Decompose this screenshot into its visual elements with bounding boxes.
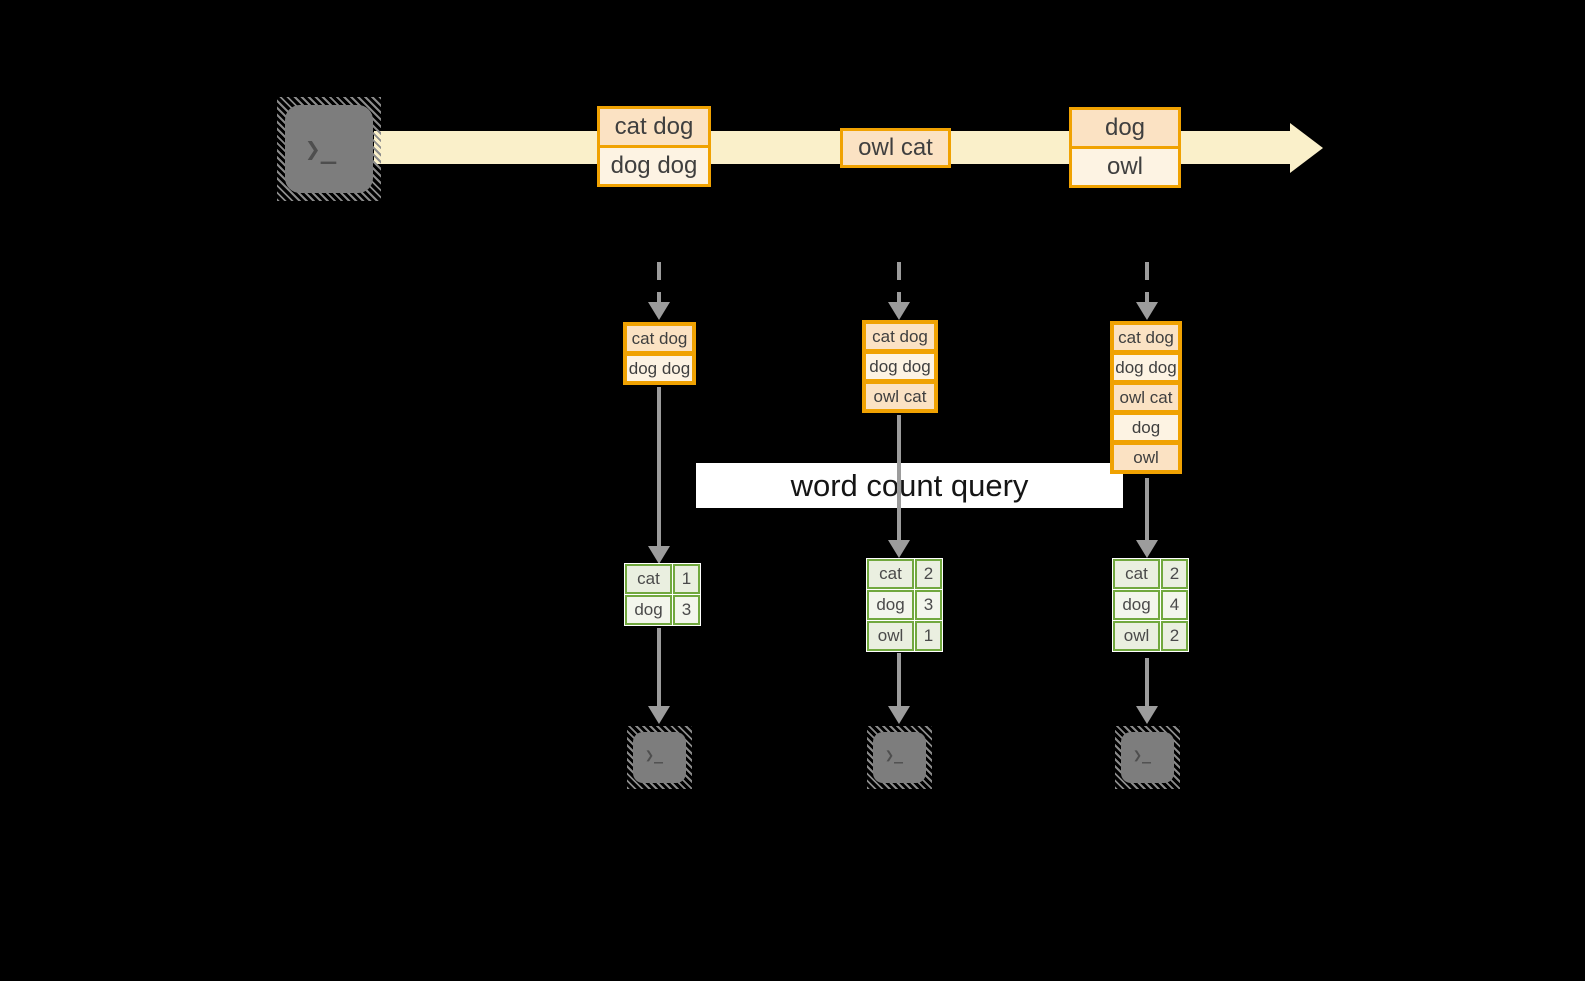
arrowhead-icon xyxy=(1136,302,1158,320)
event-record: cat dog xyxy=(600,109,708,145)
prompt-icon: ❯_ xyxy=(1133,746,1152,764)
dashed-arrow-shaft xyxy=(1145,262,1149,302)
count-value-cell: 1 xyxy=(915,621,942,651)
dashed-arrow xyxy=(648,262,670,320)
count-word-cell: dog xyxy=(625,595,672,625)
arrowhead-icon xyxy=(888,540,910,558)
buffer-row: cat dog xyxy=(864,322,936,351)
buffer-row: dog xyxy=(1112,413,1180,442)
count-value-cell: 2 xyxy=(1161,559,1188,589)
count-word-cell: cat xyxy=(625,564,672,594)
arrowhead-icon xyxy=(1136,706,1158,724)
buffer-stack-1: cat dog dog dog xyxy=(623,322,696,385)
count-value-cell: 3 xyxy=(673,595,700,625)
dashed-arrow-shaft xyxy=(657,262,661,302)
arrowhead-icon xyxy=(648,546,670,564)
count-value-cell: 2 xyxy=(915,559,942,589)
count-word-cell: cat xyxy=(867,559,914,589)
count-word-cell: dog xyxy=(1113,590,1160,620)
event-record: owl xyxy=(1072,146,1178,185)
prompt-icon: ❯_ xyxy=(885,746,904,764)
query-banner: word count query xyxy=(696,463,1123,508)
dashed-arrow xyxy=(888,262,910,320)
terminal-screen: ❯_ xyxy=(1121,732,1174,783)
count-table-3: cat 2 dog 4 owl 2 xyxy=(1112,558,1189,652)
count-value-cell: 1 xyxy=(673,564,700,594)
arrowhead-icon xyxy=(648,706,670,724)
buffer-row: owl cat xyxy=(864,382,936,411)
buffer-row: cat dog xyxy=(625,324,694,353)
terminal-screen: ❯_ xyxy=(873,732,926,783)
count-value-cell: 4 xyxy=(1161,590,1188,620)
buffer-stack-3: cat dog dog dog owl cat dog owl xyxy=(1110,321,1182,474)
stream-arrowhead-icon xyxy=(1290,123,1323,173)
event-record: dog dog xyxy=(600,145,708,184)
dashed-arrow-shaft xyxy=(897,262,901,302)
prompt-icon: ❯_ xyxy=(305,135,337,165)
buffer-row: owl cat xyxy=(1112,383,1180,412)
connector-line xyxy=(1145,658,1149,706)
sink-terminal-icon: ❯_ xyxy=(1115,726,1180,789)
source-terminal-icon: ❯_ xyxy=(277,97,381,201)
buffer-row: dog dog xyxy=(1112,353,1180,382)
buffer-row: owl xyxy=(1112,443,1180,472)
prompt-icon: ❯_ xyxy=(645,746,664,764)
count-word-cell: owl xyxy=(1113,621,1160,651)
arrowhead-icon xyxy=(648,302,670,320)
count-word-cell: cat xyxy=(1113,559,1160,589)
sink-terminal-icon: ❯_ xyxy=(867,726,932,789)
count-table-1: cat 1 dog 3 xyxy=(624,563,701,626)
connector-line xyxy=(1145,478,1149,540)
event-record: dog xyxy=(1072,110,1178,146)
connector-line xyxy=(657,387,661,546)
connector-line xyxy=(657,628,661,706)
count-word-cell: owl xyxy=(867,621,914,651)
arrowhead-icon xyxy=(888,302,910,320)
terminal-screen: ❯_ xyxy=(285,105,373,193)
stream-event-box-1: cat dog dog dog xyxy=(597,106,711,187)
count-value-cell: 3 xyxy=(915,590,942,620)
count-word-cell: dog xyxy=(867,590,914,620)
query-banner-label: word count query xyxy=(790,467,1029,503)
event-record: owl cat xyxy=(843,131,948,165)
stream-event-box-2: owl cat xyxy=(840,128,951,168)
buffer-row: cat dog xyxy=(1112,323,1180,352)
terminal-screen: ❯_ xyxy=(633,732,686,783)
stream-event-box-3: dog owl xyxy=(1069,107,1181,188)
buffer-stack-2: cat dog dog dog owl cat xyxy=(862,320,938,413)
buffer-row: dog dog xyxy=(864,352,936,381)
connector-line xyxy=(897,415,901,540)
arrowhead-icon xyxy=(1136,540,1158,558)
count-table-2: cat 2 dog 3 owl 1 xyxy=(866,558,943,652)
count-value-cell: 2 xyxy=(1161,621,1188,651)
arrowhead-icon xyxy=(888,706,910,724)
dashed-arrow xyxy=(1136,262,1158,320)
connector-line xyxy=(897,653,901,706)
sink-terminal-icon: ❯_ xyxy=(627,726,692,789)
buffer-row: dog dog xyxy=(625,354,694,383)
